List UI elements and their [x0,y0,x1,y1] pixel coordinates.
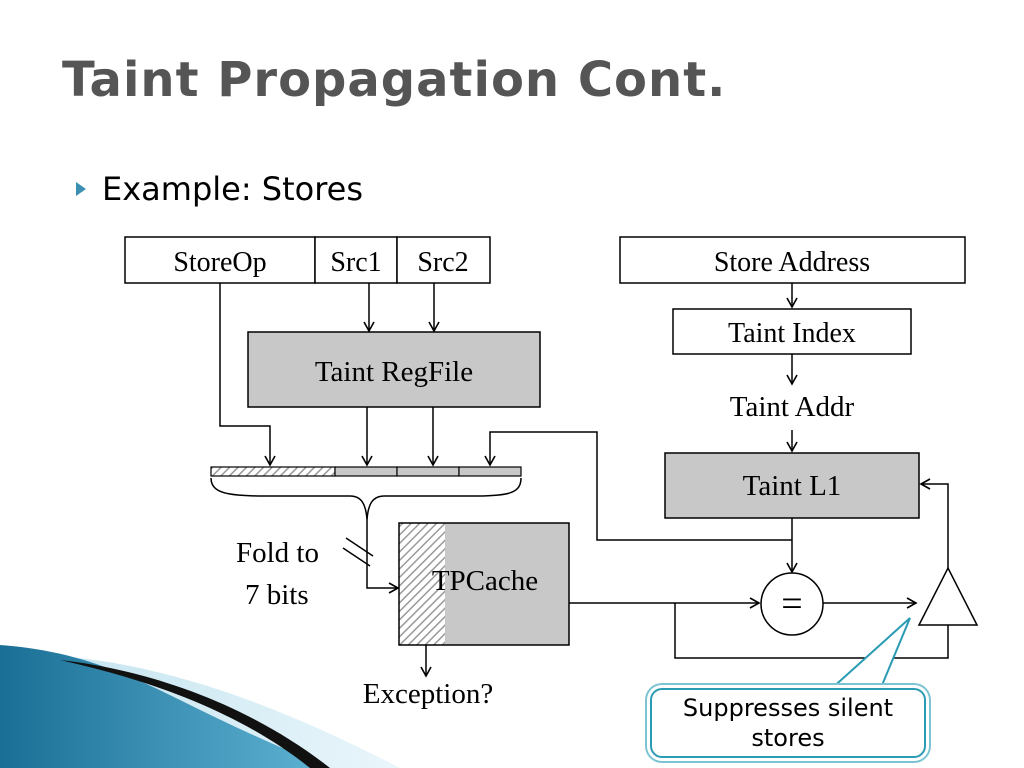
bullet-arrow-icon [76,182,86,196]
bar-segment-4 [458,466,522,477]
tristate-buffer [917,566,979,626]
tpcache-label: TPCache [432,565,538,597]
taint-regfile-label: Taint RegFile [315,356,473,388]
taint-regfile-block [247,331,541,408]
exception-label: Exception? [363,678,493,710]
store-address-label: Store Address [714,247,870,278]
taint-addr-label: Taint Addr [730,391,855,423]
storeop-field [124,236,316,284]
equals-symbol: = [781,583,802,625]
tpcache-block [398,522,570,646]
src1-field [314,236,398,284]
taint-index-box [672,308,912,355]
bullet-item: Example: Stores [76,170,363,208]
bar-hatched-segment [210,466,336,477]
tpcache-hatched [399,523,445,645]
bar-segment-2 [334,466,398,477]
fold-label-line2: 7 bits [245,579,309,611]
fold-slash-2 [345,537,374,557]
feedback-to-bar [484,431,792,541]
bar-segment-3 [396,466,460,477]
storeop-line [219,283,276,467]
bottom-loop [674,603,949,659]
arrow-buffer-to-l1 [919,478,949,568]
equals-comparator [760,572,824,636]
fold-line [366,520,400,594]
taint-l1-block [664,452,920,519]
tpcache-gray [445,523,569,645]
taint-index-label: Taint Index [728,318,856,349]
slide-title: Taint Propagation Cont. [62,52,727,108]
bullet-text: Example: Stores [102,170,364,208]
callout-pointer [829,617,911,691]
fold-slash-1 [342,547,371,567]
store-address-box [619,236,966,284]
fold-label-line1: Fold to [236,537,319,569]
decorative-swoosh [0,645,400,768]
src1-label: Src1 [330,247,381,278]
callout-suppresses-silent-stores: Suppresses silent stores [650,688,926,758]
src2-field [396,236,491,284]
taint-l1-label: Taint L1 [743,470,842,502]
src2-label: Src2 [417,247,468,278]
fold-brace [210,477,522,521]
storeop-label: StoreOp [173,247,266,278]
